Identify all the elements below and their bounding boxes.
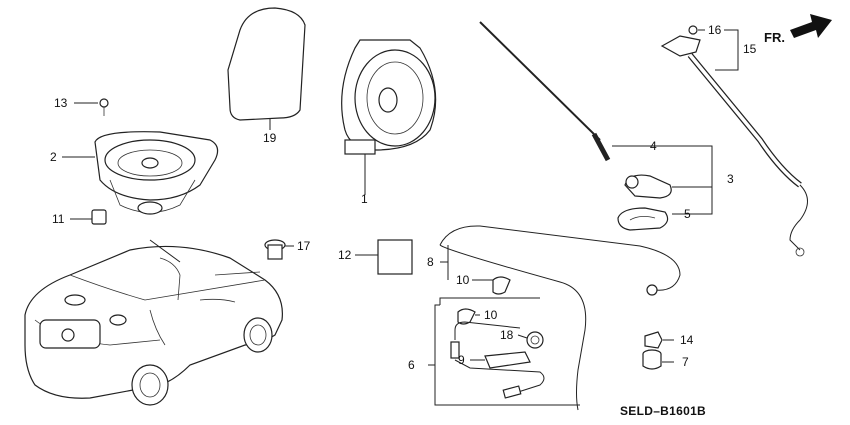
antenna-lead-part-15 (660, 35, 808, 257)
oval-speaker-part-2 (62, 131, 219, 215)
grommet-part-17 (264, 239, 294, 260)
label-part-18: 18 (500, 328, 514, 342)
clamp-part-18 (517, 331, 544, 349)
label-part-12: 12 (338, 248, 352, 262)
label-part-9: 9 (458, 353, 465, 367)
round-speaker-part-1 (341, 39, 437, 195)
label-part-13: 13 (54, 96, 68, 110)
antenna-base-part-3 (624, 174, 712, 199)
clip-part-10-lower (457, 308, 480, 325)
label-part-4: 4 (650, 139, 657, 153)
label-part-8: 8 (427, 255, 434, 269)
antenna-mast-part-4 (479, 21, 713, 178)
clip-part-11 (70, 209, 107, 225)
screw-part-13 (74, 98, 109, 116)
antenna-gasket-part-5 (617, 178, 713, 231)
diagram-code: SELD–B1601B (620, 404, 706, 418)
clip-part-10-upper (472, 276, 511, 295)
antenna-cable-part-8 (439, 225, 681, 411)
label-part-10-lower: 10 (484, 308, 498, 322)
label-part-1: 1 (361, 192, 368, 206)
label-part-6: 6 (408, 358, 415, 372)
vehicle-body (24, 239, 283, 406)
label-part-19: 19 (263, 131, 277, 145)
label-part-16: 16 (708, 23, 722, 37)
collar-part-7 (642, 349, 674, 370)
label-part-17: 17 (297, 239, 311, 253)
front-direction-arrow-icon (790, 14, 832, 38)
nut-part-14 (644, 331, 674, 349)
label-part-15: 15 (743, 42, 757, 56)
felt-pad-part-19 (227, 7, 306, 130)
front-direction-label: FR. (764, 30, 785, 45)
bracket-part-9 (470, 351, 531, 369)
label-part-11: 11 (52, 212, 65, 226)
label-part-3: 3 (727, 172, 734, 186)
pad-part-12 (355, 239, 413, 275)
label-part-14: 14 (680, 333, 694, 347)
label-part-10-upper: 10 (456, 273, 470, 287)
label-part-5: 5 (684, 207, 691, 221)
label-part-2: 2 (50, 150, 57, 164)
screw-part-16 (688, 25, 739, 48)
feeder-cable-part-6 (428, 297, 580, 406)
label-part-7: 7 (682, 355, 689, 369)
